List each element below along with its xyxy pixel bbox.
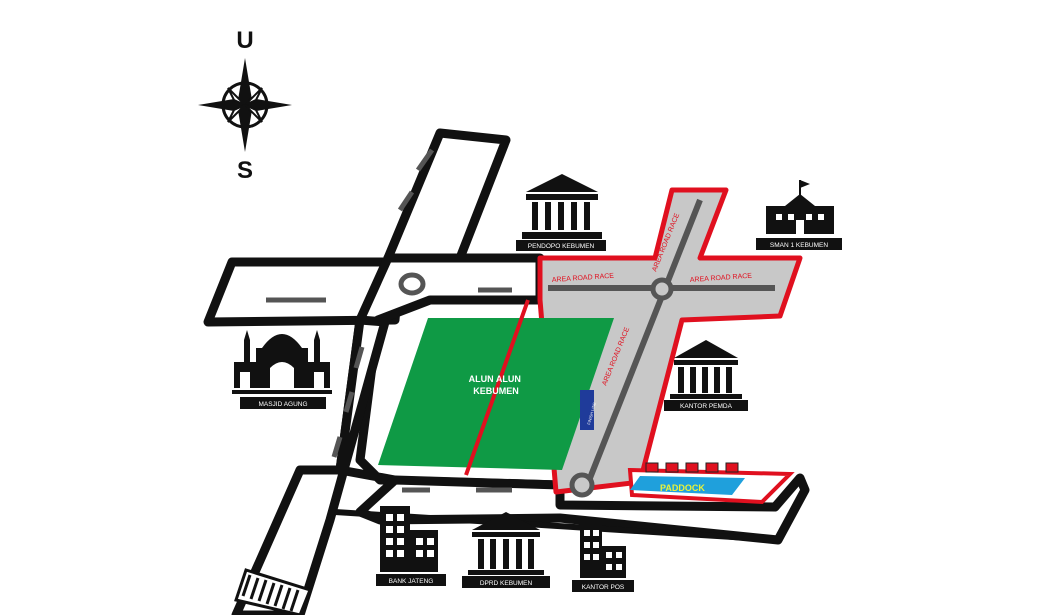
dprd-building-icon [462,512,550,588]
race-label-west: AREA ROAD RACE [552,273,615,284]
kantor-pemda-label: KANTOR PEMDA [680,403,733,410]
compass-north: U [236,27,253,54]
finish-sign-text: FINISH LINE [586,401,597,425]
alun-alun-line2: KEBUMEN [473,386,519,396]
post-office-building-icon [572,524,634,592]
compass-rose-icon: U S [198,27,292,184]
dprd-label: DPRD KEBUMEN [480,580,533,587]
mosque-building-icon [232,330,332,409]
alun-alun-line1: ALUN ALUN [469,374,521,384]
bank-label: BANK JATENG [389,578,434,585]
road-network [203,128,810,615]
alun-alun-label: ALUN ALUN KEBUMEN [469,374,524,396]
pendopo-label: PENDOPO KEBUMEN [528,243,595,250]
zebra-crossing [234,568,312,615]
race-border-line [464,299,530,476]
race-label-east: AREA ROAD RACE [690,273,753,284]
compass-south: S [237,157,253,184]
finish-sign [580,390,594,430]
government-building-icon [664,340,748,411]
bank-building-icon [376,506,446,586]
kantor-pos-label: KANTOR POS [582,584,625,591]
paddock: PADDOCK [630,462,745,495]
paddock-label: PADDOCK [660,483,705,493]
masjid-label: MASJID AGUNG [258,401,307,408]
tent-icons [645,462,739,473]
sman-label: SMAN 1 KEBUMEN [770,242,828,249]
pendopo-building-icon [516,174,606,251]
school-building-icon [756,180,842,250]
